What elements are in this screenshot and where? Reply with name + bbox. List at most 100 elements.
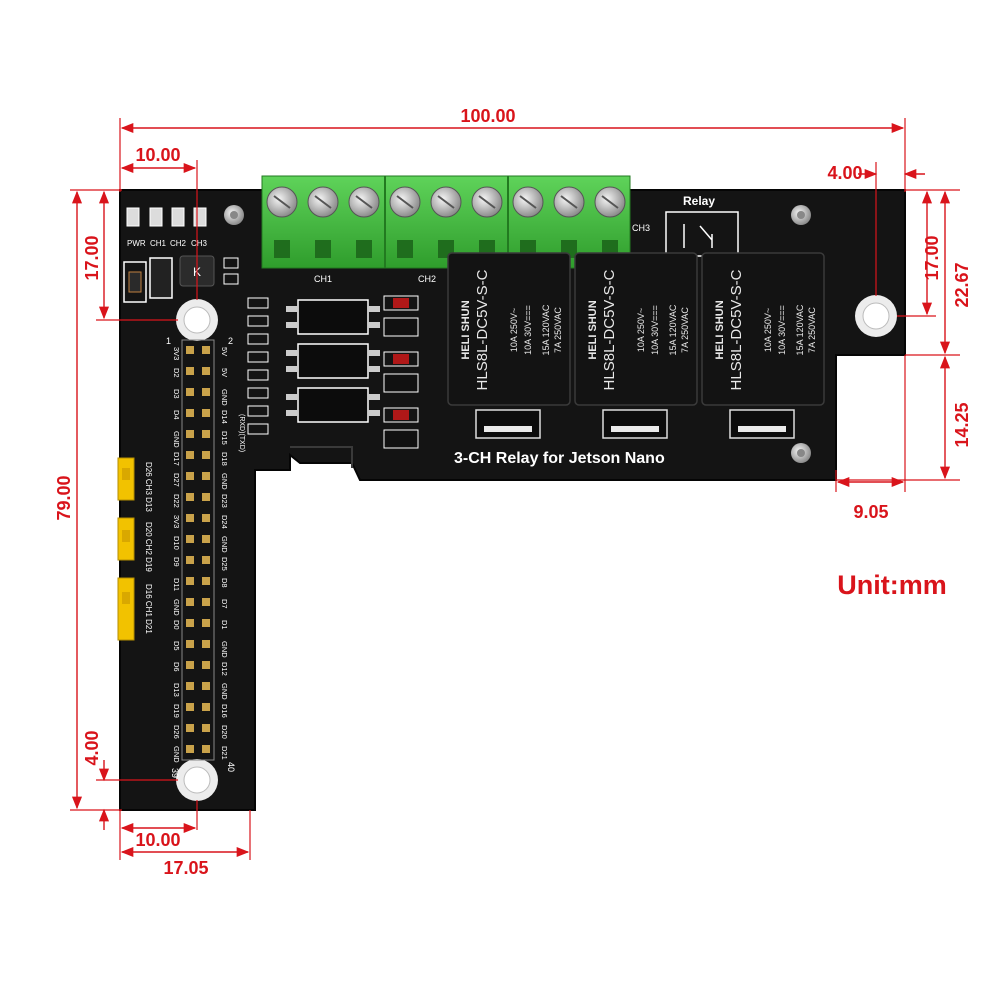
terminal-wire-slot[interactable] [315, 240, 331, 258]
header-pin-label: D23 [220, 494, 229, 508]
header-pin [186, 472, 194, 480]
header-pin [186, 577, 194, 585]
relay-marking: HELI SHUN [460, 300, 472, 359]
header-pin [186, 745, 194, 753]
header-pin [202, 367, 210, 375]
relay-marking: 10A 30V=== [650, 305, 660, 355]
dim-label-total-height: 79.00 [54, 475, 74, 520]
dimension-lines [70, 118, 960, 860]
header-pin-label: 3V3 [172, 347, 181, 360]
screw-terminal-block[interactable] [261, 175, 631, 269]
header-pin-label: GND [220, 536, 229, 553]
gpio-header [181, 339, 215, 761]
header-pin [202, 724, 210, 732]
header-pin-label: D25 [220, 557, 229, 571]
header-pin-label: D20 [220, 725, 229, 739]
terminal-label-ch3: CH3 [632, 223, 650, 233]
dim-label-right-lower-width: 9.05 [853, 502, 888, 522]
power-components: K [123, 255, 239, 303]
header-pin [202, 535, 210, 543]
header-pin-label: GND [172, 431, 181, 448]
relay-marking: 10A 30V=== [523, 305, 533, 355]
header-pin [186, 682, 194, 690]
header-pin-label: 3V3 [172, 515, 181, 528]
header-pin [202, 451, 210, 459]
header-pin [186, 619, 194, 627]
standoff-screw-top-right [791, 205, 811, 225]
header-pin [202, 346, 210, 354]
header-pin-label: D14 [220, 410, 229, 424]
header-pin-label: GND [220, 389, 229, 406]
jumper-ch3[interactable] [117, 457, 135, 501]
dim-label-board-width: 100.00 [460, 106, 515, 126]
jumper-ch2[interactable] [117, 517, 135, 561]
relay-marking: 7A 250VAC [553, 307, 563, 353]
header-pin-label: GND [172, 599, 181, 616]
header-pin [202, 556, 210, 564]
header-pin-label: D21 [220, 746, 229, 760]
jumper-label-ch1: D16 CH1 D21 [144, 584, 153, 634]
header-pin [202, 682, 210, 690]
header-pin [186, 367, 194, 375]
mounting-hole-bottom-left [176, 759, 218, 801]
optocouplers [286, 299, 380, 423]
header-uart-label: (RXD)(TXD) [238, 414, 245, 452]
header-pin-label: GND [220, 641, 229, 658]
terminal-wire-slot[interactable] [356, 240, 372, 258]
header-pin [202, 577, 210, 585]
terminal-wire-slot[interactable] [274, 240, 290, 258]
header-pin-label: D11 [172, 578, 181, 591]
relay-marking: 10A 250V~ [636, 308, 646, 352]
board-title: 3-CH Relay for Jetson Nano [454, 450, 665, 467]
jumper-ch1[interactable] [117, 577, 135, 641]
relay-marking: 7A 250VAC [680, 307, 690, 353]
jumper-label-ch3: D26 CH3 D13 [144, 462, 153, 512]
header-pin [186, 451, 194, 459]
standoff-screw-bottom-right [791, 443, 811, 463]
relay-marking: HLS8L-DC5V-S-C [474, 269, 491, 390]
terminal-label-ch1: CH1 [314, 274, 332, 284]
header-pin-label: D12 [220, 662, 229, 676]
header-outer-labels: 5V5VGNDD14D15D18GNDD23D24GNDD25D8D7D1GND… [220, 347, 229, 760]
relay-marking: 15A 120VAC [668, 304, 678, 355]
header-pin [202, 745, 210, 753]
header-pin-label: D3 [172, 389, 181, 399]
mounting-hole-top-left [176, 299, 218, 341]
header-pin [186, 535, 194, 543]
header-inner-labels: 3V3D2D3D4GNDD17D27D223V3D10D9D11GNDD0D5D… [172, 347, 181, 763]
dimension-labels: 100.00 10.00 4.00 17.00 79.00 4.00 17.00… [54, 106, 972, 878]
header-pin-label: D6 [172, 662, 181, 672]
header-pin-label: GND [172, 746, 181, 763]
relay-marking: 10A 30V=== [777, 305, 787, 355]
header-pin [202, 598, 210, 606]
unit-label: Unit:mm [837, 570, 947, 600]
led-label-pwr: PWR [127, 239, 146, 248]
header-pin [186, 598, 194, 606]
header-pin [202, 388, 210, 396]
header-pin-label: D8 [220, 578, 229, 588]
terminal-wire-slot[interactable] [397, 240, 413, 258]
header-pin [202, 703, 210, 711]
smd-pads [247, 297, 269, 435]
header-pin-label: GND [220, 473, 229, 490]
header-pin-label: D10 [172, 536, 181, 550]
relay-marking: 7A 250VAC [807, 307, 817, 353]
header-pin [186, 388, 194, 396]
relay-marking: 10A 250V~ [763, 308, 773, 352]
header-pin-label: D26 [172, 725, 181, 739]
relay-marking: HLS8L-DC5V-S-C [601, 269, 618, 390]
header-pin [186, 409, 194, 417]
header-pin [186, 661, 194, 669]
dim-label-right-lower-height: 14.25 [952, 402, 972, 447]
header-pin-label: D7 [220, 599, 229, 609]
header-pin-label: D27 [172, 473, 181, 487]
header-pin [202, 493, 210, 501]
header-pin-label: D13 [172, 683, 181, 697]
header-pin-label: D18 [220, 452, 229, 466]
header-pin [186, 703, 194, 711]
standoff-screw-top-left [224, 205, 244, 225]
mounting-hole-right [855, 295, 897, 337]
header-pin [186, 514, 194, 522]
header-pin-label: D2 [172, 368, 181, 378]
